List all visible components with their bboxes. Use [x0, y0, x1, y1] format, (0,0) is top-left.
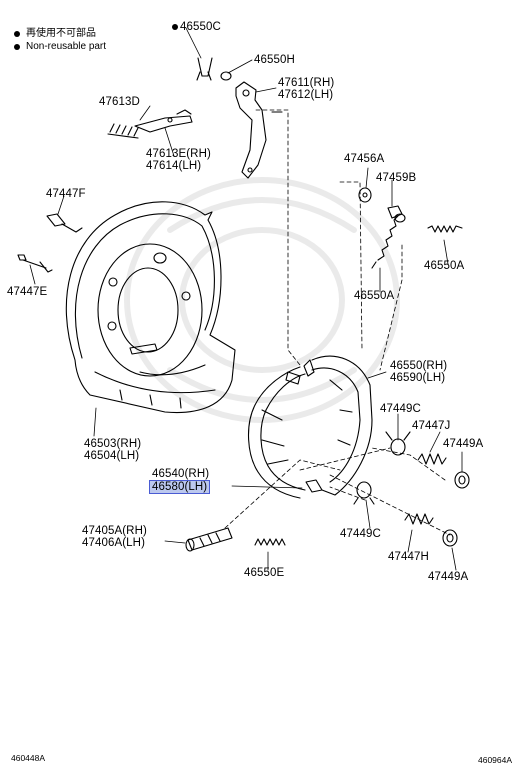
legend-row-jp: 再使用不可部品 [14, 27, 106, 40]
part-number-lh: 46590(LH) [390, 372, 446, 384]
dashed-assembly-lines [224, 109, 451, 536]
part-number-rh: 46550(RH) [390, 360, 448, 372]
part-label-46580-highlighted[interactable]: 46580(LH) [148, 480, 211, 494]
part-label-46550[interactable]: 46550(RH) 46590(LH) [390, 360, 447, 384]
part-number-lh: 47614(LH) [146, 160, 202, 172]
part-number-rh: 47613E(RH) [146, 148, 211, 160]
bullet-icon [14, 30, 20, 37]
strut-47613-drawing [107, 109, 193, 139]
part-label-46550a-left[interactable]: 46550A [354, 290, 395, 302]
part-number: 46550C [180, 21, 221, 33]
legend-row-en: Non-reusable part [14, 40, 106, 53]
part-label-47611[interactable]: 47611(RH) 47612(LH) [278, 77, 334, 101]
part-label-47447e[interactable]: 47447E [7, 286, 48, 298]
part-label-46540[interactable]: 46540(RH) [152, 468, 210, 480]
part-label-47449a-bottom[interactable]: 47449A [428, 571, 469, 583]
part-number-rh: 47405A(RH) [82, 525, 147, 537]
footer-code-left: 460448A [11, 753, 46, 763]
bullet-icon [14, 43, 20, 50]
legend-text-jp: 再使用不可部品 [26, 28, 96, 39]
part-label-47447j[interactable]: 47447J [412, 420, 451, 432]
part-label-47449c-bottom[interactable]: 47449C [340, 528, 381, 540]
part-label-47447h[interactable]: 47447H [388, 551, 429, 563]
part-label-47449c-top[interactable]: 47449C [380, 403, 421, 415]
legend-text-en: Non-reusable part [26, 41, 107, 52]
part-label-47613d[interactable]: 47613D [99, 96, 140, 108]
part-label-47456a[interactable]: 47456A [344, 153, 385, 165]
lever-47611-drawing [235, 81, 283, 179]
part-number-lh: 46504(LH) [84, 450, 140, 462]
part-label-46550e[interactable]: 46550E [244, 567, 285, 579]
legend: 再使用不可部品 Non-reusable part [14, 27, 106, 53]
adjuster-47405a-drawing [185, 527, 233, 552]
spring-46550e-drawing [254, 538, 286, 546]
part-label-47449a-top[interactable]: 47449A [443, 438, 484, 450]
part-label-47405a[interactable]: 47405A(RH) 47406A(LH) [82, 525, 147, 549]
part-label-46550c[interactable]: 46550C [172, 21, 221, 33]
part-number-lh: 47612(LH) [278, 89, 334, 101]
part-label-46550h[interactable]: 46550H [254, 54, 295, 66]
part-label-47447f[interactable]: 47447F [46, 188, 86, 200]
pins-47447-drawing [17, 213, 83, 273]
washer-46550h-drawing [220, 71, 232, 81]
part-number-rh: 46503(RH) [84, 438, 142, 450]
backing-plate-drawing [65, 201, 236, 414]
part-label-47613e[interactable]: 47613E(RH) 47614(LH) [146, 148, 211, 172]
part-label-46550a-right[interactable]: 46550A [424, 260, 465, 272]
part-label-47459b[interactable]: 47459B [376, 172, 417, 184]
part-label-46503[interactable]: 46503(RH) 46504(LH) [84, 438, 141, 462]
right-hardware-drawing [353, 187, 470, 547]
leader-lines [29, 27, 463, 571]
non-reusable-bullet-icon [172, 23, 178, 30]
brake-shoe-drawing [247, 355, 373, 499]
footer-code-right: 460964A [478, 755, 513, 765]
part-number-rh: 47611(RH) [278, 77, 335, 89]
part-number-lh: 47406A(LH) [82, 537, 146, 549]
clip-46550c-drawing [196, 57, 213, 81]
